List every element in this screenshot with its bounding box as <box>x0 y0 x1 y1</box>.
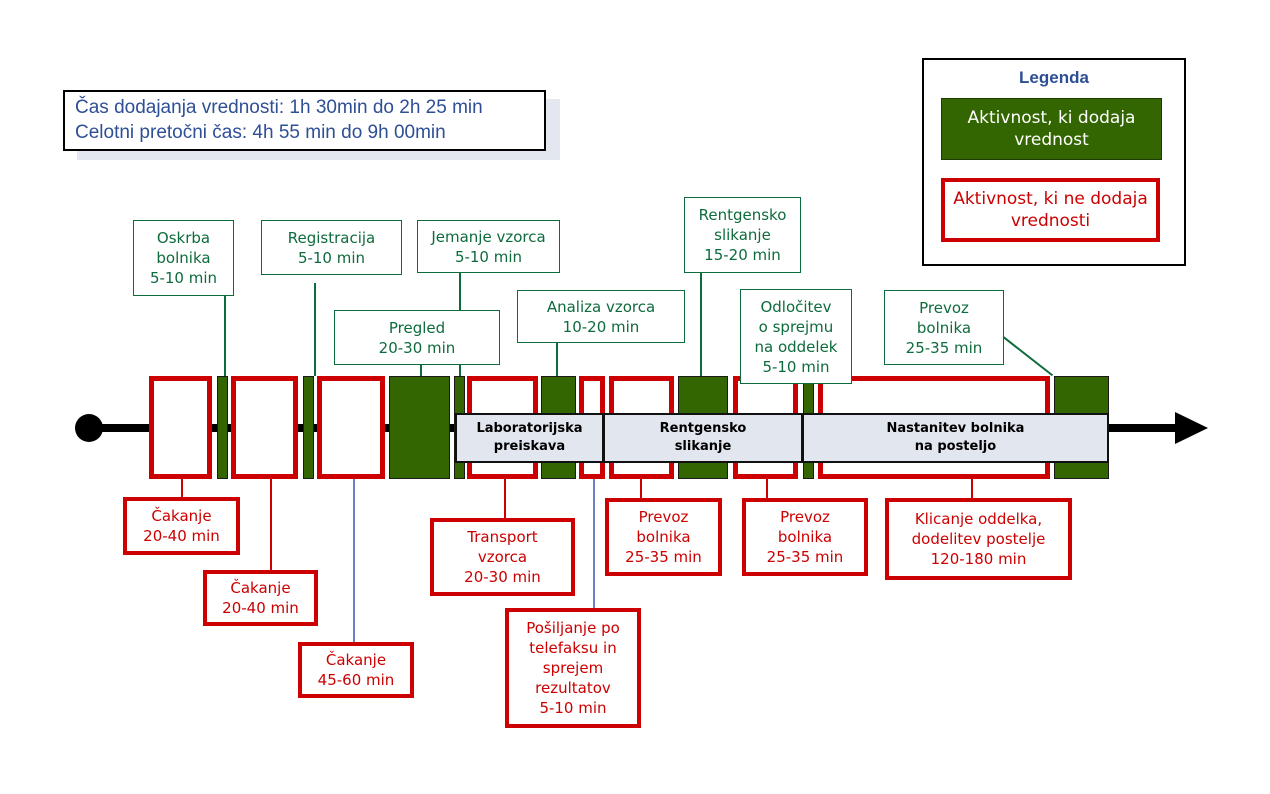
non-value-adding-label: Prevoz bolnika 25-35 min <box>605 498 722 576</box>
connector-line <box>270 479 272 570</box>
legend-value-adding: Aktivnost, ki dodaja vrednost <box>941 98 1162 160</box>
value-adding-label: Oskrba bolnika 5-10 min <box>133 220 234 296</box>
connector-line <box>556 343 558 376</box>
value-adding-label: Jemanje vzorca 5-10 min <box>417 220 560 273</box>
non-value-adding-block <box>231 376 298 479</box>
value-adding-time: Čas dodajanja vrednosti: 1h 30min do 2h … <box>75 97 483 118</box>
non-value-adding-label: Transport vzorca 20-30 min <box>430 518 575 596</box>
connector-line <box>640 479 642 498</box>
legend: Legenda Aktivnost, ki dodaja vrednost Ak… <box>922 58 1186 266</box>
value-adding-label: Registracija 5-10 min <box>261 220 402 275</box>
connector-line <box>420 365 422 376</box>
non-value-adding-label: Pošiljanje po telefaksu in sprejem rezul… <box>505 608 641 728</box>
non-value-adding-label: Prevoz bolnika 25-35 min <box>742 498 868 576</box>
connector-line <box>700 273 702 376</box>
non-value-adding-label: Čakanje 20-40 min <box>123 497 240 555</box>
connector-line <box>766 479 768 498</box>
non-value-adding-label: Čakanje 45-60 min <box>298 642 414 698</box>
summary-box: Čas dodajanja vrednosti: 1h 30min do 2h … <box>63 90 546 151</box>
value-adding-block <box>389 376 450 479</box>
connector-line <box>353 479 355 642</box>
connector-line <box>971 479 973 498</box>
value-adding-label: Odločitev o sprejmu na oddelek 5-10 min <box>740 289 852 384</box>
connector-line <box>1003 336 1053 377</box>
legend-title: Legenda <box>1019 68 1089 87</box>
connector-line <box>224 296 226 376</box>
value-adding-label: Rentgensko slikanje 15-20 min <box>684 197 801 273</box>
non-value-adding-block <box>317 376 385 479</box>
non-value-adding-label: Klicanje oddelka, dodelitev postelje 120… <box>885 498 1072 580</box>
value-adding-block <box>217 376 228 479</box>
connector-line <box>593 479 595 608</box>
total-lead-time: Celotni pretočni čas: 4h 55 min do 9h 00… <box>75 122 446 143</box>
non-value-adding-block <box>149 376 212 479</box>
phase-bar: Laboratorijska preiskava <box>455 413 604 463</box>
phase-bar: Nastanitev bolnika na posteljo <box>802 413 1109 463</box>
timeline-start-dot <box>75 414 103 442</box>
phase-bar: Rentgensko slikanje <box>603 413 803 463</box>
connector-line <box>504 479 506 518</box>
non-value-adding-label: Čakanje 20-40 min <box>203 570 318 626</box>
connector-line <box>181 479 183 497</box>
value-adding-label: Pregled 20-30 min <box>334 310 500 365</box>
value-adding-label: Prevoz bolnika 25-35 min <box>884 290 1004 365</box>
timeline-arrowhead <box>1175 412 1208 444</box>
connector-line <box>314 283 316 376</box>
value-adding-block <box>303 376 314 479</box>
value-adding-label: Analiza vzorca 10-20 min <box>517 290 685 343</box>
legend-non-value-adding: Aktivnost, ki ne dodaja vrednosti <box>941 178 1160 242</box>
